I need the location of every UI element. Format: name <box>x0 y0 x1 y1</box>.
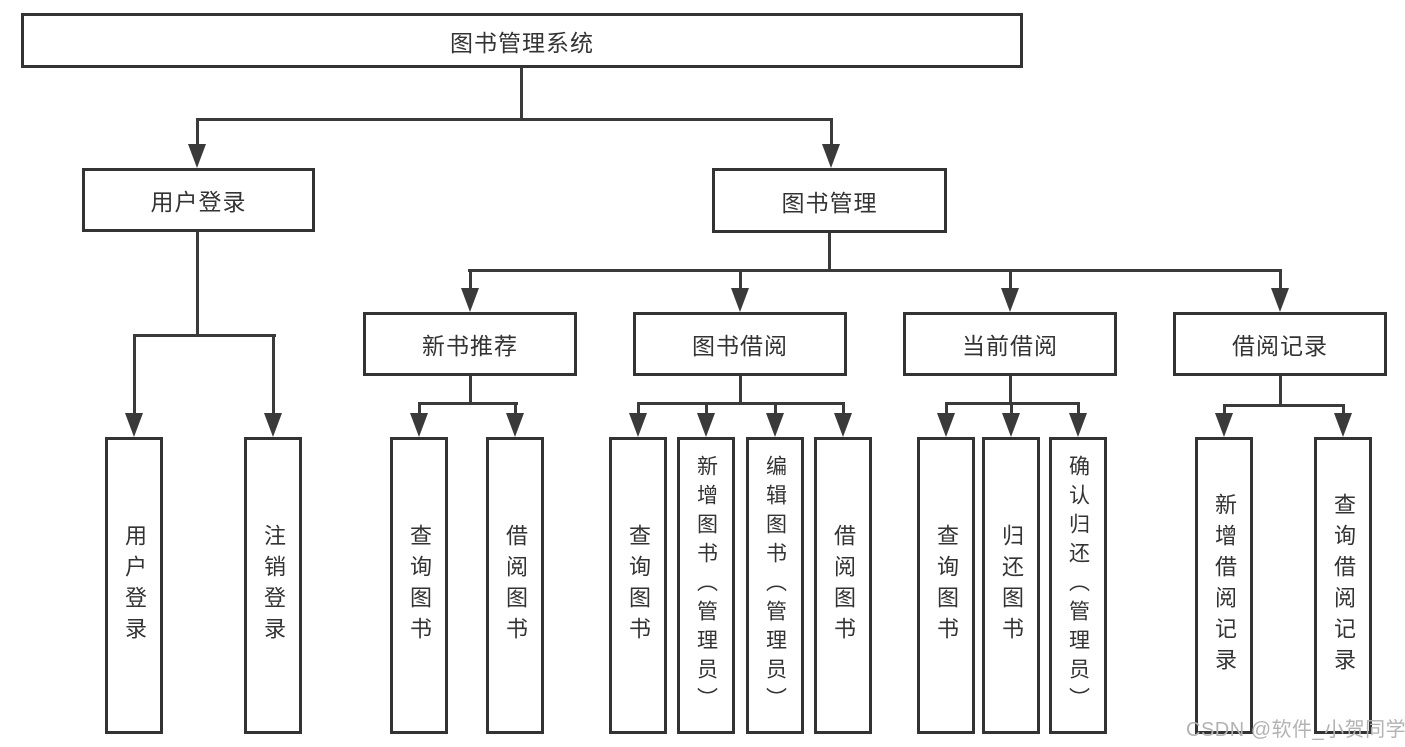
node-book-borrow: 图书借阅 <box>633 312 847 376</box>
connector-line <box>705 402 708 415</box>
connector-line <box>418 402 421 415</box>
connector-line <box>520 66 523 119</box>
node-library-system: 图书管理系统 <box>21 13 1023 68</box>
connector-line <box>739 374 742 405</box>
node-label: 用户登录 <box>122 523 147 648</box>
connector-line <box>774 402 777 415</box>
leaf-query-books-current: 查询图书 <box>917 437 975 734</box>
connector-line <box>1279 269 1282 290</box>
node-label: 图书借阅 <box>692 333 788 359</box>
node-label: 用户登录 <box>150 189 247 215</box>
leaf-confirm-return-admin: 确认归还（管理员） <box>1049 437 1107 734</box>
node-label: 查询图书 <box>407 523 432 648</box>
node-label: 编辑图书（管理员） <box>763 455 787 716</box>
arrow-down-icon <box>1215 413 1233 437</box>
csdn-watermark: CSDN @软件_小贺同学 <box>1186 719 1405 741</box>
connector-line <box>739 269 742 290</box>
connector-line <box>514 402 517 415</box>
node-label: 查询借阅记录 <box>1331 492 1356 679</box>
connector-line <box>830 118 833 146</box>
arrow-down-icon <box>629 413 647 437</box>
node-label: 查询图书 <box>934 523 959 648</box>
node-label: 借阅图书 <box>831 523 856 648</box>
leaf-query-books-recommend: 查询图书 <box>390 437 448 734</box>
leaf-borrow-books-recommend: 借阅图书 <box>486 437 544 734</box>
connector-line <box>1223 404 1345 407</box>
node-book-management: 图书管理 <box>712 168 947 233</box>
arrow-down-icon <box>264 413 282 437</box>
connector-line <box>196 230 199 337</box>
connector-line <box>196 118 833 121</box>
connector-line <box>828 230 831 271</box>
connector-line <box>1279 374 1282 407</box>
node-label: 归还图书 <box>999 523 1024 648</box>
leaf-query-borrow-record: 查询借阅记录 <box>1314 437 1372 734</box>
node-label: 图书管理系统 <box>450 29 594 56</box>
node-label: 借阅图书 <box>503 523 528 648</box>
node-label: 注销登录 <box>261 523 286 648</box>
connector-line <box>133 334 276 337</box>
connector-line <box>469 269 472 290</box>
node-current-borrow: 当前借阅 <box>903 312 1117 376</box>
leaf-edit-book-admin: 编辑图书（管理员） <box>746 437 804 734</box>
arrow-down-icon <box>1001 288 1019 312</box>
connector-line <box>842 402 845 415</box>
arrow-down-icon <box>766 413 784 437</box>
arrow-down-icon <box>834 413 852 437</box>
connector-line <box>1223 404 1226 415</box>
connector-line <box>1010 402 1013 415</box>
node-label: 新增图书（管理员） <box>694 455 718 716</box>
arrow-down-icon <box>188 144 206 168</box>
arrow-down-icon <box>937 413 955 437</box>
connector-line <box>1009 269 1012 290</box>
connector-line <box>469 374 472 405</box>
leaf-logout: 注销登录 <box>244 437 302 734</box>
arrow-down-icon <box>731 288 749 312</box>
arrow-down-icon <box>506 413 524 437</box>
node-label: 当前借阅 <box>962 333 1058 359</box>
node-user-login: 用户登录 <box>82 168 315 232</box>
node-label: 新书推荐 <box>422 333 518 359</box>
node-label: 图书管理 <box>781 189 878 216</box>
leaf-return-book: 归还图书 <box>982 437 1040 734</box>
node-new-book-recommend: 新书推荐 <box>363 312 577 376</box>
arrow-down-icon <box>1002 413 1020 437</box>
connector-line <box>637 402 640 415</box>
arrow-down-icon <box>1069 413 1087 437</box>
arrow-down-icon <box>410 413 428 437</box>
connector-line <box>272 334 275 414</box>
leaf-user-login: 用户登录 <box>105 437 163 734</box>
node-label: 借阅记录 <box>1232 333 1328 359</box>
node-borrow-records: 借阅记录 <box>1173 312 1387 376</box>
arrow-down-icon <box>1271 288 1289 312</box>
connector-line <box>1077 402 1080 415</box>
node-label: 新增借阅记录 <box>1212 492 1237 679</box>
arrow-down-icon <box>697 413 715 437</box>
leaf-query-books-borrow: 查询图书 <box>609 437 667 734</box>
node-label: 查询图书 <box>626 523 651 648</box>
connector-line <box>196 118 199 146</box>
connector-line <box>468 269 1282 272</box>
connector-line <box>418 402 518 405</box>
node-label: 确认归还（管理员） <box>1066 455 1090 716</box>
arrow-down-icon <box>1334 413 1352 437</box>
leaf-add-book-admin: 新增图书（管理员） <box>677 437 735 734</box>
arrow-down-icon <box>461 288 479 312</box>
connector-line <box>637 402 845 405</box>
arrow-down-icon <box>822 144 840 168</box>
leaf-borrow-books: 借阅图书 <box>814 437 872 734</box>
connector-line <box>1009 374 1012 405</box>
leaf-add-borrow-record: 新增借阅记录 <box>1195 437 1253 734</box>
connector-line <box>945 402 948 415</box>
arrow-down-icon <box>125 413 143 437</box>
connector-line <box>133 334 136 414</box>
connector-line <box>1342 404 1345 415</box>
